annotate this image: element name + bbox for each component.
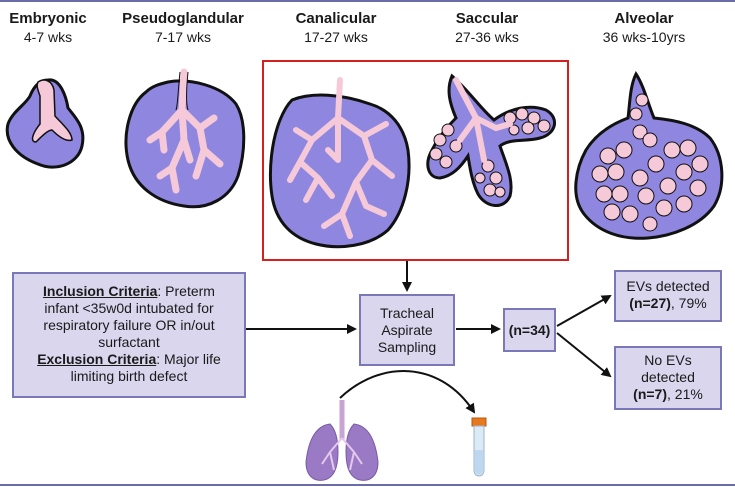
no-ev-count: (n=7) [633,386,668,402]
alveolar-lung [574,71,724,240]
cohort-box: (n=34) [503,308,556,352]
bottom-frame-line [0,484,735,486]
stage-weeks: 4-7 wks [23,29,73,45]
saccular-lung [426,73,556,207]
stage-alveolar: Alveolar 36 wks-10yrs [569,10,719,46]
stage-weeks: 17-27 wks [304,29,368,45]
stage-name: Alveolar [614,10,674,27]
arrow-to-ev-detected [556,295,612,327]
lungs-icon [305,400,379,481]
arrow-to-no-ev [556,332,612,378]
no-ev-pct: , 21% [667,386,703,402]
stage-weeks: 36 wks-10yrs [602,29,686,45]
sample-tube-icon [471,417,487,477]
tracheal-line-2: Aspirate [381,321,433,338]
stage-embryonic: Embryonic 4-7 wks [0,10,123,46]
ev-detected-count: (n=27) [629,295,671,311]
cohort-label: (n=34) [508,321,551,338]
no-ev-line-1: No EVs [644,352,692,368]
highlight-frame [262,60,569,261]
stage-weeks: 7-17 wks [154,29,212,45]
stage-saccular: Saccular 27-36 wks [412,10,562,46]
ev-detected-box: EVs detected (n=27), 79% [614,270,722,322]
criteria-box: Inclusion Criteria: Preterm infant <35w0… [12,272,246,398]
stage-name: Canalicular [295,10,377,27]
ev-detected-pct: , 79% [670,295,707,311]
stage-canalicular: Canalicular 17-27 wks [261,10,411,46]
stage-name: Embryonic [9,10,87,27]
arrow-lungs-to-tube [339,370,476,414]
canalicular-lung [268,77,411,249]
stage-weeks: 27-36 wks [455,29,519,45]
inclusion-label: Inclusion Criteria [43,283,158,299]
no-ev-line-2: detected [641,369,695,385]
stage-pseudoglandular: Pseudoglandular 7-17 wks [108,10,258,46]
embryonic-lung-bud [5,78,85,169]
inclusion-text: : Preterm infant <35w0d intubated for re… [43,283,215,350]
tracheal-line-1: Tracheal [380,304,434,321]
stage-name: Pseudoglandular [122,10,244,27]
exclusion-label: Exclusion Criteria [37,351,157,367]
ev-detected-title: EVs detected [626,278,710,294]
pseudoglandular-lung [124,68,246,209]
no-ev-box: No EVs detected (n=7), 21% [614,346,722,410]
stage-name: Saccular [455,10,519,27]
top-frame-line [0,0,735,2]
tracheal-sampling-box: Tracheal Aspirate Sampling [359,294,455,366]
tracheal-line-3: Sampling [377,338,437,355]
exclusion-text: : Major life limiting birth defect [70,351,221,384]
